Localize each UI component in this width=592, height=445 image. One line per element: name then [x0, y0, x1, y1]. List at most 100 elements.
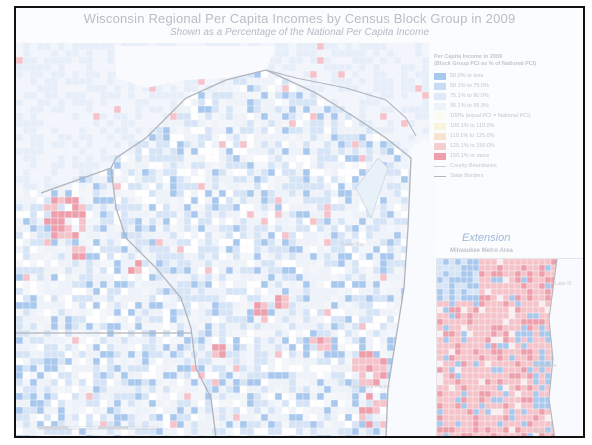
- block-group-cell: [260, 119, 269, 128]
- block-group-cell: [309, 427, 318, 436]
- block-group-cell: [358, 56, 367, 65]
- block-group-cell: [407, 70, 416, 79]
- block-group-cell: [64, 343, 73, 352]
- block-group-cell: [50, 434, 59, 436]
- block-group-cell: [253, 280, 262, 289]
- block-group-cell: [393, 245, 402, 254]
- block-group-cell: [267, 434, 276, 436]
- block-group-cell: [50, 301, 59, 310]
- inset-block-group-cell: [514, 384, 522, 392]
- block-group-cell: [302, 126, 311, 135]
- block-group-cell: [85, 336, 94, 345]
- block-group-cell: [393, 189, 402, 198]
- inset-block-group-cell: [490, 330, 498, 338]
- block-group-cell: [267, 406, 276, 415]
- block-group-cell: [274, 385, 283, 394]
- inset-block-group-cell: [472, 360, 480, 368]
- block-group-cell: [225, 196, 234, 205]
- inset-block-group-cell: [490, 348, 498, 356]
- block-group-cell: [148, 231, 157, 240]
- inset-block-group-cell: [526, 276, 534, 284]
- block-group-cell: [43, 175, 52, 184]
- block-group-cell: [253, 294, 262, 303]
- block-group-cell: [50, 154, 59, 163]
- block-group-cell: [148, 378, 157, 387]
- block-group-cell: [337, 56, 346, 65]
- block-group-cell: [323, 315, 332, 324]
- block-group-cell: [16, 70, 24, 79]
- block-group-cell: [323, 357, 332, 366]
- block-group-cell: [260, 287, 269, 296]
- inset-block-group-cell: [526, 384, 534, 392]
- block-group-cell: [176, 406, 185, 415]
- block-group-cell: [71, 280, 80, 289]
- block-group-cell: [127, 196, 136, 205]
- block-group-cell: [309, 259, 318, 268]
- block-group-cell: [239, 413, 248, 422]
- block-group-cell: [218, 189, 227, 198]
- inset-block-group-cell: [448, 300, 456, 308]
- block-group-cell: [50, 308, 59, 317]
- block-group-cell: [16, 238, 24, 247]
- inset-block-group-cell: [508, 402, 516, 410]
- block-group-cell: [302, 252, 311, 261]
- block-group-cell: [232, 364, 241, 373]
- inset-block-group-cell: [454, 336, 462, 344]
- block-group-cell: [197, 154, 206, 163]
- block-group-cell: [127, 224, 136, 233]
- block-group-cell: [379, 91, 388, 100]
- block-group-cell: [302, 350, 311, 359]
- block-group-cell: [204, 77, 213, 86]
- block-group-cell: [36, 294, 45, 303]
- block-group-cell: [232, 308, 241, 317]
- block-group-cell: [267, 343, 276, 352]
- block-group-cell: [302, 231, 311, 240]
- block-group-cell: [50, 294, 59, 303]
- block-group-cell: [43, 385, 52, 394]
- block-group-cell: [358, 140, 367, 149]
- block-group-cell: [16, 259, 24, 268]
- block-group-cell: [351, 287, 360, 296]
- block-group-cell: [351, 70, 360, 79]
- block-group-cell: [274, 364, 283, 373]
- block-group-cell: [169, 434, 178, 436]
- block-group-cell: [85, 252, 94, 261]
- block-group-cell: [232, 427, 241, 436]
- block-group-cell: [92, 147, 101, 156]
- inset-block-group-cell: [514, 348, 522, 356]
- block-group-cell: [267, 105, 276, 114]
- block-group-cell: [358, 315, 367, 324]
- block-group-cell: [295, 364, 304, 373]
- block-group-cell: [379, 308, 388, 317]
- block-group-cell: [309, 294, 318, 303]
- block-group-cell: [225, 245, 234, 254]
- inset-block-group-cell: [442, 294, 450, 302]
- inset-block-group-cell: [502, 384, 510, 392]
- block-group-cell: [85, 399, 94, 408]
- block-group-cell: [162, 427, 171, 436]
- block-group-cell: [155, 168, 164, 177]
- block-group-cell: [29, 98, 38, 107]
- block-group-cell: [281, 378, 290, 387]
- inset-block-group-cell: [466, 336, 474, 344]
- block-group-cell: [344, 231, 353, 240]
- block-group-cell: [323, 56, 332, 65]
- block-group-cell: [372, 427, 381, 436]
- inset-block-group-cell: [496, 378, 504, 386]
- block-group-cell: [141, 224, 150, 233]
- inset-block-group-cell: [514, 354, 522, 362]
- block-group-cell: [316, 308, 325, 317]
- inset-block-group-cell: [460, 264, 468, 272]
- block-group-cell: [204, 308, 213, 317]
- block-group-cell: [344, 350, 353, 359]
- inset-block-group-cell: [466, 432, 474, 436]
- block-group-cell: [176, 231, 185, 240]
- block-group-cell: [141, 357, 150, 366]
- block-group-cell: [239, 259, 248, 268]
- block-group-cell: [50, 343, 59, 352]
- inset-block-group-cell: [496, 420, 504, 428]
- block-group-cell: [274, 105, 283, 114]
- block-group-cell: [323, 154, 332, 163]
- block-group-cell: [16, 280, 24, 289]
- block-group-cell: [204, 252, 213, 261]
